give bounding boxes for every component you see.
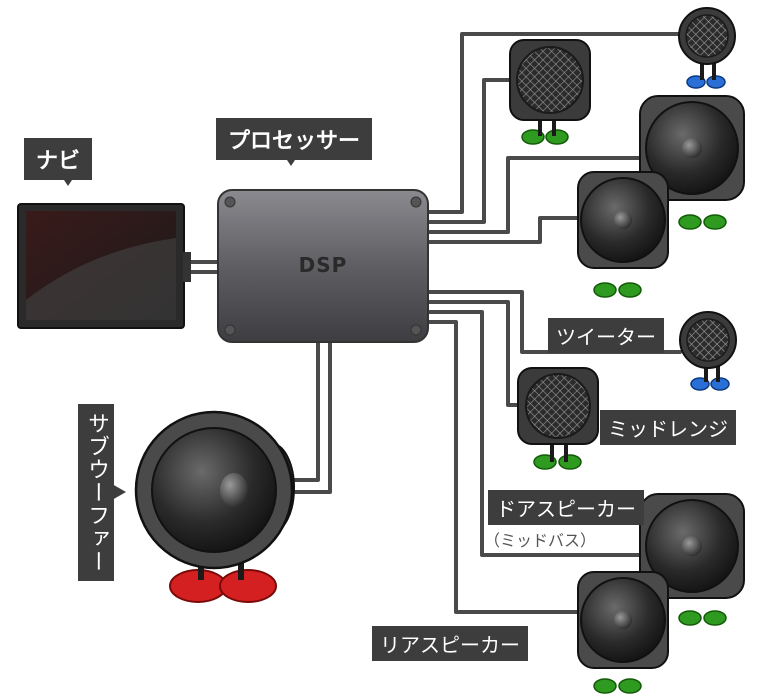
rear-speaker-low <box>577 571 669 694</box>
processor-pointer <box>283 154 299 166</box>
cable-sub-1 <box>286 340 320 482</box>
cables <box>183 32 692 614</box>
door-speaker-note: （ミッドバス） <box>484 531 597 550</box>
navi-pointer <box>60 174 76 186</box>
midrange-low <box>517 367 599 470</box>
navi-unit <box>17 203 191 329</box>
rear-speaker-label: リアスピーカー <box>372 626 528 661</box>
midrange-label: ミッドレンジ <box>600 410 736 445</box>
tweeter-top <box>678 7 736 89</box>
subwoofer <box>134 410 295 603</box>
subwoofer-pointer <box>112 484 126 500</box>
cable-rear-low <box>426 320 584 614</box>
cable-door-top <box>426 156 652 234</box>
subwoofer-label: サブウーファー <box>78 404 114 581</box>
rear-speaker-top <box>577 171 669 298</box>
cable-sub-2 <box>286 340 332 494</box>
processor-label: プロセッサー <box>216 118 373 160</box>
midrange-top <box>509 39 591 145</box>
dsp-label: DSP <box>299 253 348 277</box>
door-speaker-top <box>639 95 745 230</box>
cable-door-low <box>426 310 652 557</box>
tweeter-label: ツイーター <box>548 318 664 353</box>
tweeter-low <box>679 311 737 391</box>
cable-rear-top <box>426 216 584 244</box>
cable-mid-low <box>426 300 522 407</box>
navi-label: ナビ <box>24 138 93 180</box>
door-speaker-low <box>639 493 745 626</box>
cable-mid-top <box>426 78 514 224</box>
cable-tweeter-top <box>426 32 692 214</box>
dsp-box: DSP <box>217 189 429 343</box>
door-speaker-label: ドアスピーカー <box>488 490 644 525</box>
